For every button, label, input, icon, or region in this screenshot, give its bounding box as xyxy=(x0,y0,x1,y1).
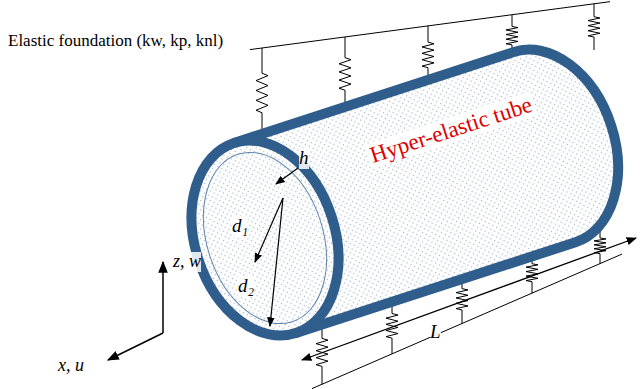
tube-end xyxy=(170,121,362,350)
tube-outline xyxy=(170,20,630,350)
z-axis xyxy=(162,262,164,333)
foundation-line xyxy=(250,2,610,50)
diameter-label: d₁ xyxy=(232,216,248,237)
spring xyxy=(256,48,268,138)
tube-shape: Hyper-elastic tube xyxy=(170,20,630,350)
thickness-leader xyxy=(276,168,298,184)
spring xyxy=(588,4,600,50)
outer-diameter-leader xyxy=(270,198,283,326)
spring xyxy=(339,37,351,111)
thickness-label: h xyxy=(299,148,309,169)
dimension-label: L xyxy=(430,322,441,343)
diameter-label: d₂ xyxy=(238,276,254,297)
x-axis xyxy=(108,333,163,360)
inner-wall xyxy=(183,136,348,339)
axis-label: x, u xyxy=(58,356,84,376)
foundation-label: Elastic foundation (kw, kp, knl) xyxy=(8,32,223,51)
axis-label: z, w xyxy=(173,252,201,272)
inner-diameter-leader xyxy=(255,198,283,262)
